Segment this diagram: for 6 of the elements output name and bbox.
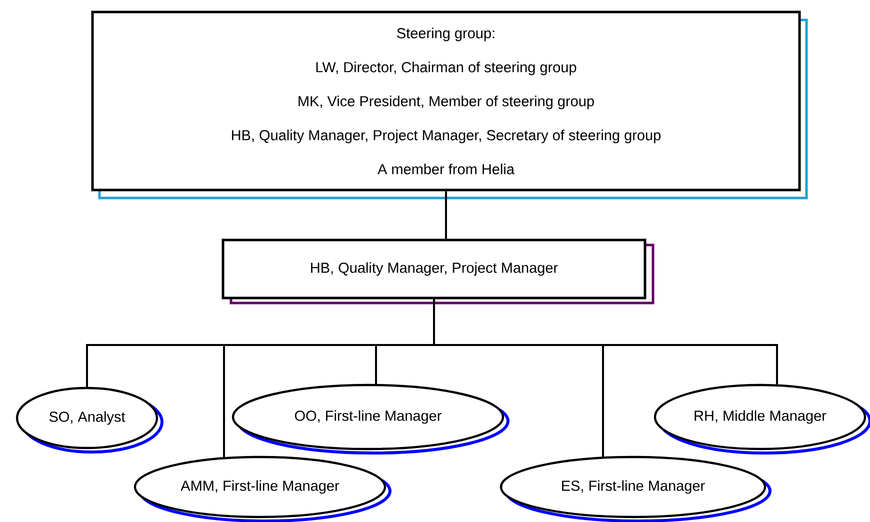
- connector-line: [433, 299, 778, 384]
- node-label: AMM, First-line Manager: [180, 480, 340, 494]
- steering-group-box: Steering group: LW, Director, Chairman of steering group MK, Vice President, Member of steering group HB, Quality Manager, Project Manager, Secretary of steering group A member from Helia: [91, 10, 808, 200]
- manager-box: HB, Quality Manager, Project Manager: [222, 238, 654, 304]
- node-label: RH, Middle Manager: [694, 410, 826, 424]
- connector-line: [445, 191, 447, 239]
